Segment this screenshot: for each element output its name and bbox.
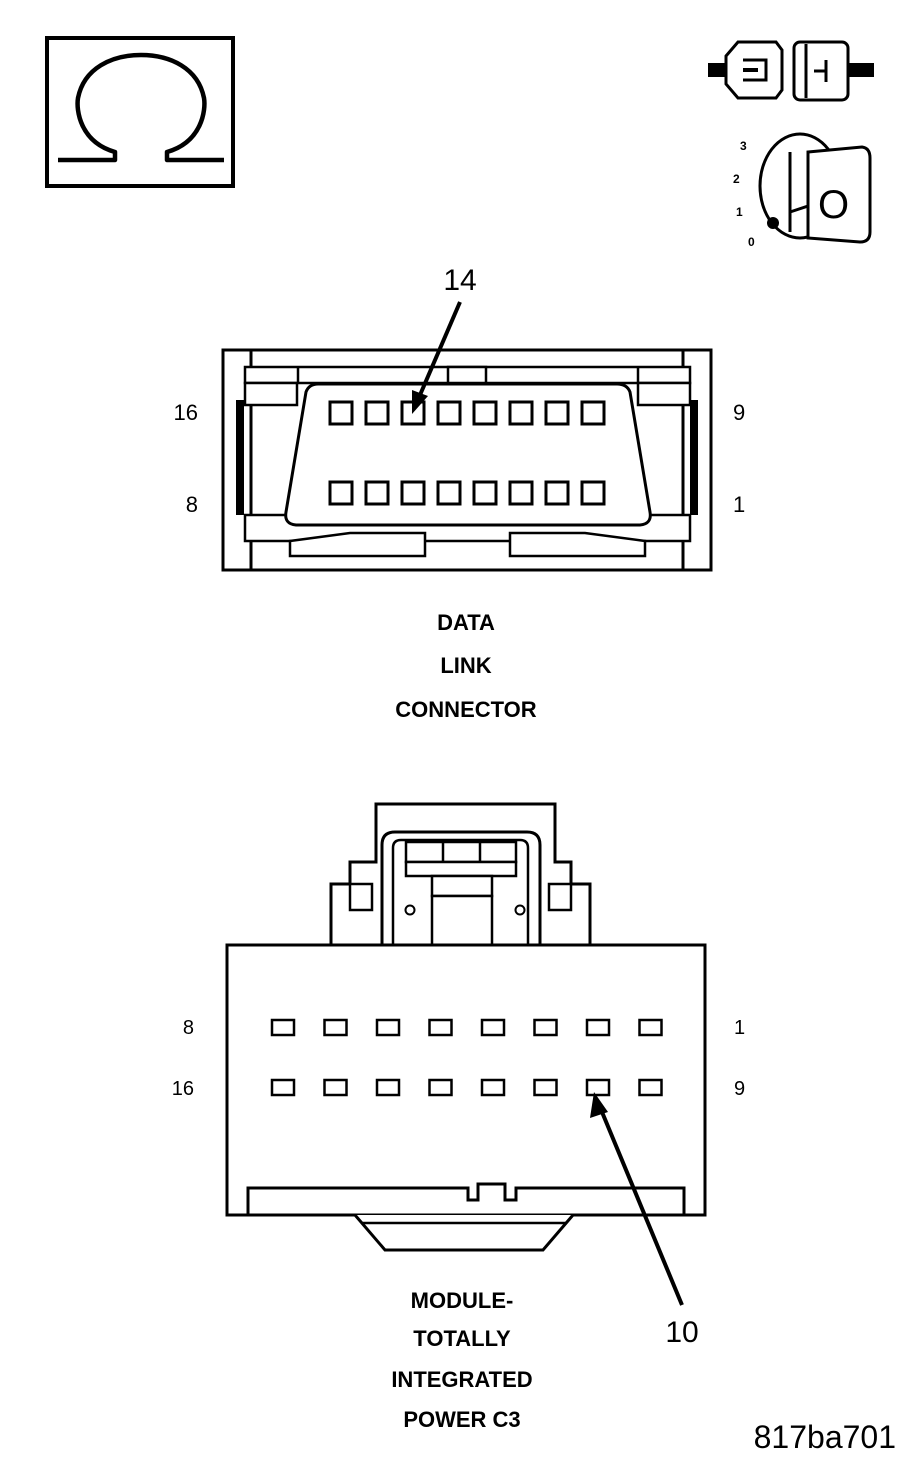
tipm-title-line-1: MODULE-	[411, 1288, 514, 1313]
dlc-pin-cavity	[436, 400, 462, 426]
dlc-callout-arrow	[412, 301, 462, 414]
dlc-pin-cavity	[580, 480, 606, 506]
dlc-pin-cavity	[364, 480, 390, 506]
tipm-pin-cavity	[585, 1078, 611, 1097]
dlc-pin-cavity	[328, 480, 354, 506]
tipm-pin-cavity	[480, 1078, 506, 1097]
tipm-pin-cavity	[270, 1018, 296, 1037]
tipm-title-line-2: TOTALLY	[413, 1326, 511, 1351]
ignition-key-off-icon: 3 2 1 0 O	[733, 132, 872, 249]
key-off-label: O	[818, 183, 849, 227]
dlc-title-line-2: LINK	[440, 653, 491, 678]
ignition-pos-3: 3	[740, 139, 747, 153]
dlc-pin-cavity	[328, 400, 354, 426]
dlc-pin-cavity	[544, 480, 570, 506]
tipm-pin-cavity	[638, 1078, 663, 1097]
tipm-callout-arrow	[590, 1092, 684, 1306]
tipm-pin-cavity	[585, 1018, 611, 1037]
dlc-pin-cavity	[508, 400, 534, 426]
dlc-pin-grid	[328, 400, 606, 506]
tipm-pin-cavity	[533, 1018, 558, 1037]
tipm-pin-cavity	[270, 1078, 296, 1097]
dlc-title-line-1: DATA	[437, 610, 495, 635]
tipm-pin-label-9: 9	[734, 1078, 745, 1100]
ohm-symbol-icon	[45, 36, 235, 188]
dlc-pin-label-9: 9	[733, 400, 745, 425]
tipm-callout-10: 10	[665, 1316, 698, 1349]
tipm-pin-cavity	[533, 1078, 558, 1097]
tipm-pin-cavity	[323, 1018, 348, 1037]
dlc-pin-label-8: 8	[186, 492, 198, 517]
dlc-pin-cavity	[472, 400, 498, 426]
tipm-pin-cavity	[428, 1078, 453, 1097]
connector-disconnected-icon	[708, 40, 874, 102]
ignition-pos-0: 0	[748, 235, 755, 249]
dlc-pin-cavity	[508, 480, 534, 506]
dlc-pin-cavity	[544, 400, 570, 426]
dlc-title-line-3: CONNECTOR	[395, 697, 536, 722]
figure-id: 817ba701	[754, 1419, 896, 1455]
tipm-title-line-4: POWER C3	[403, 1407, 520, 1432]
tipm-pin-label-16: 16	[172, 1078, 194, 1100]
dlc-pin-cavity	[472, 480, 498, 506]
ignition-pos-2: 2	[733, 172, 740, 186]
tipm-pin-cavity	[323, 1078, 348, 1097]
data-link-connector	[221, 348, 713, 572]
dlc-callout-14: 14	[443, 264, 476, 297]
dlc-pin-label-1: 1	[733, 492, 745, 517]
tipm-pin-cavity	[480, 1018, 506, 1037]
tipm-pin-grid	[270, 1018, 663, 1097]
tipm-pin-cavity	[638, 1018, 663, 1037]
dlc-pin-cavity	[400, 480, 426, 506]
tipm-pin-cavity	[375, 1078, 401, 1097]
ignition-pos-1: 1	[736, 205, 743, 219]
tipm-title-line-3: INTEGRATED	[391, 1367, 532, 1392]
tipm-pin-cavity	[375, 1018, 401, 1037]
tipm-pin-label-8: 8	[183, 1017, 194, 1039]
tipm-pin-label-1: 1	[734, 1017, 745, 1039]
dlc-pin-cavity	[580, 400, 606, 426]
dlc-pin-cavity	[436, 480, 462, 506]
tipm-pin-cavity	[428, 1018, 453, 1037]
dlc-pin-cavity	[364, 400, 390, 426]
dlc-pin-label-16: 16	[174, 400, 198, 425]
